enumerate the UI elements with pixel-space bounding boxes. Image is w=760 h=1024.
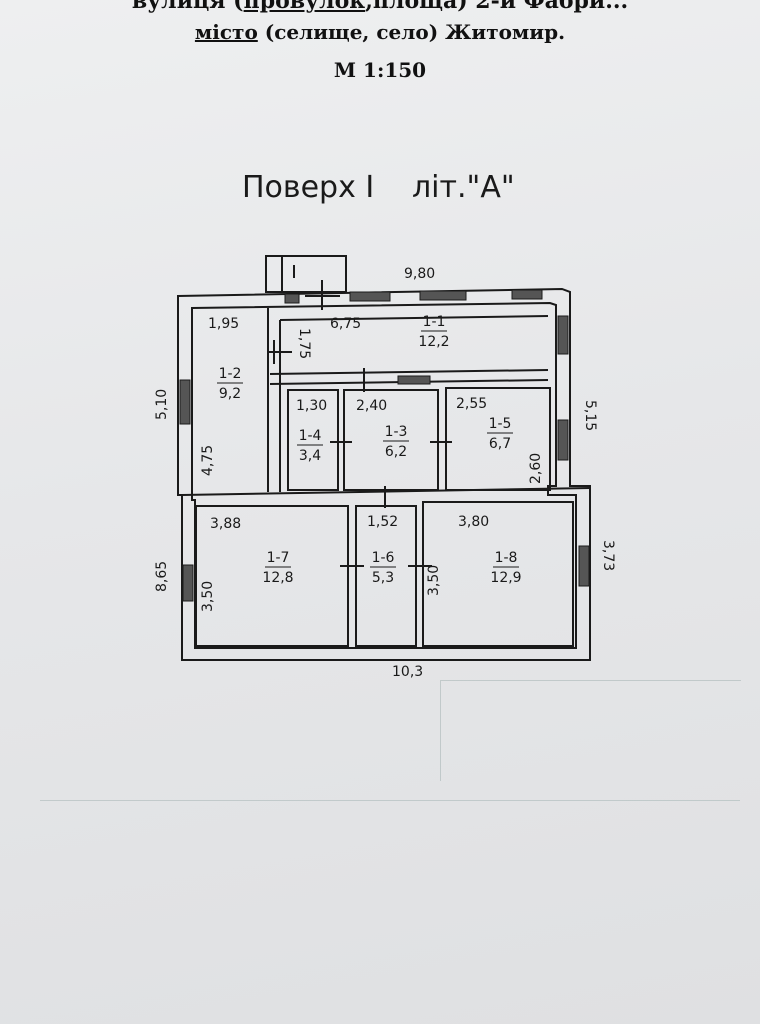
room-id: 1-5 bbox=[489, 416, 512, 432]
dim-right-upper: 5,15 bbox=[582, 400, 598, 431]
room-area: 12,2 bbox=[418, 334, 449, 350]
building-letter: літ."А" bbox=[412, 170, 515, 205]
city-type-underlined: місто bbox=[194, 20, 258, 44]
room-id: 1-3 bbox=[385, 424, 408, 440]
room-id: 1-7 bbox=[267, 550, 290, 566]
dim-top-total: 9,80 bbox=[404, 266, 435, 282]
room-id: 1-1 bbox=[423, 314, 446, 330]
room-label-1-3: 1-36,2 bbox=[383, 424, 409, 460]
room-area: 6,2 bbox=[385, 444, 407, 460]
door-marks bbox=[268, 280, 452, 567]
room-label-1-4: 1-43,4 bbox=[297, 428, 323, 464]
dim-r18-width: 3,80 bbox=[458, 514, 489, 530]
room-label-1-2: 1-29,2 bbox=[217, 366, 243, 402]
outer-walls bbox=[177, 255, 591, 661]
scale-label: М 1:150 bbox=[333, 58, 427, 82]
windows bbox=[179, 289, 590, 602]
dim-right-lower: 3,73 bbox=[600, 540, 616, 571]
dim-left-lower: 8,65 bbox=[154, 561, 170, 592]
dim-r17-height: 3,50 bbox=[200, 581, 216, 612]
address-street-line: вулиця (провулок,площа) 2-й Фабри... bbox=[0, 0, 760, 14]
dim-r12-width: 1,95 bbox=[208, 316, 239, 332]
room-id: 1-4 bbox=[299, 428, 322, 444]
dim-left-upper: 5,10 bbox=[154, 389, 170, 420]
dim-r16-height: 3,50 bbox=[426, 565, 442, 596]
street-type-underlined: провулок bbox=[243, 0, 366, 14]
room-labels: 1-112,21-29,21-36,21-43,41-56,71-65,31-7… bbox=[217, 314, 522, 586]
room-area: 12,8 bbox=[262, 570, 293, 586]
city-name: (селище, село) Житомир. bbox=[257, 20, 566, 44]
dim-r14-width: 1,30 bbox=[296, 398, 327, 414]
dim-bottom-total: 10,3 bbox=[392, 664, 423, 680]
room-area: 6,7 bbox=[489, 436, 511, 452]
dim-r17-width: 3,88 bbox=[210, 516, 241, 532]
room-area: 9,2 bbox=[219, 386, 241, 402]
dim-corridor: 1,75 bbox=[296, 328, 312, 359]
room-label-1-6: 1-65,3 bbox=[370, 550, 396, 586]
room-id: 1-2 bbox=[219, 366, 242, 382]
dim-r15-width: 2,55 bbox=[456, 396, 487, 412]
dim-r15-height: 2,60 bbox=[528, 453, 544, 484]
street-prefix: вулиця ( bbox=[131, 0, 244, 14]
dim-r12-height: 4,75 bbox=[200, 445, 216, 476]
bleed-through-marks bbox=[440, 680, 741, 781]
room-label-1-5: 1-56,7 bbox=[487, 416, 513, 452]
dim-r13-width: 2,40 bbox=[356, 398, 387, 414]
street-suffix: ,площа) 2-й Фабри... bbox=[365, 0, 629, 14]
floor-title: Поверх І bbox=[242, 170, 374, 205]
room-area: 12,9 bbox=[490, 570, 521, 586]
room-id: 1-6 bbox=[372, 550, 395, 566]
dim-r16-width: 1,52 bbox=[367, 514, 398, 530]
bleed-through-marks-2 bbox=[40, 800, 740, 802]
room-label-1-7: 1-7 12,8 bbox=[262, 550, 293, 586]
room-id: 1-8 bbox=[495, 550, 518, 566]
dim-top-inner: 6,75 bbox=[330, 316, 361, 332]
room-label-1-8: 1-8 12,9 bbox=[490, 550, 521, 586]
room-area: 5,3 bbox=[372, 570, 394, 586]
address-city-line: місто (селище, село) Житомир. bbox=[0, 20, 760, 44]
room-area: 3,4 bbox=[299, 448, 321, 464]
room-label-1-1: 1-1 12,2 bbox=[418, 314, 449, 350]
